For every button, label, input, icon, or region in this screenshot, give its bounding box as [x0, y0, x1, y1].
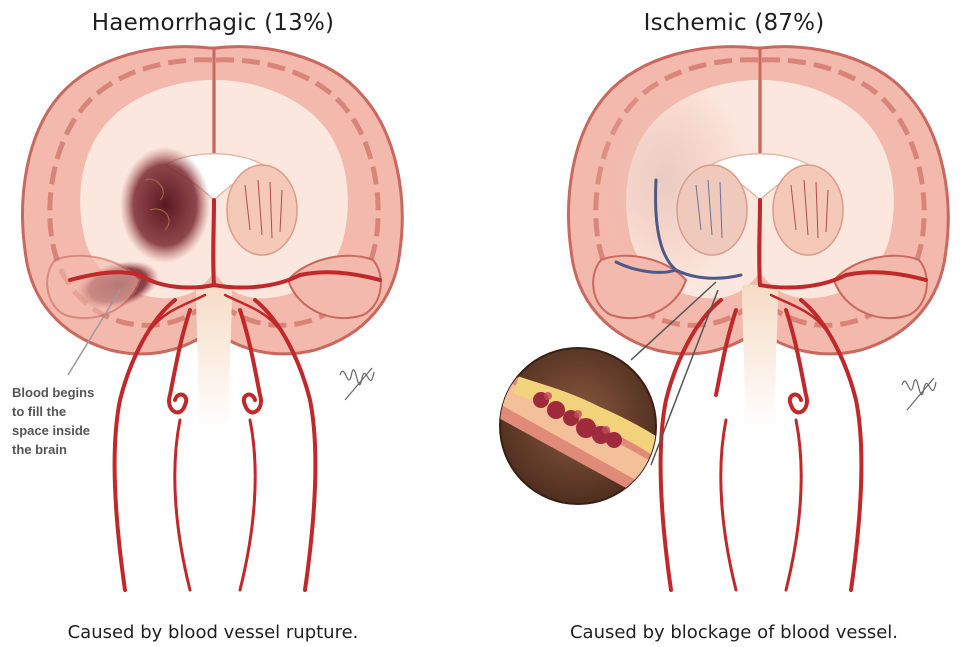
- bleed-annotation: Blood begins to fill the space inside th…: [12, 383, 122, 459]
- panel-caption-ischemic: Caused by blockage of blood vessel.: [491, 622, 972, 643]
- ischemic-brain-illustration: [486, 0, 972, 647]
- ischemic-panel: Ischemic (87%): [486, 0, 972, 647]
- haemorrhagic-brain-illustration: [0, 0, 486, 647]
- artist-signature-icon: [340, 368, 374, 400]
- annotation-line: to fill the: [12, 402, 122, 421]
- brainstem: [196, 285, 232, 430]
- haemorrhagic-panel: Haemorrhagic (13%): [0, 0, 486, 647]
- vessel-closeup-icon: [486, 348, 686, 510]
- artist-signature-icon: [902, 378, 936, 410]
- brainstem: [742, 285, 778, 430]
- panel-caption-haemorrhagic: Caused by blood vessel rupture.: [0, 622, 456, 643]
- annotation-line: space inside: [12, 421, 122, 440]
- annotation-line: Blood begins: [12, 383, 122, 402]
- annotation-line: the brain: [12, 440, 122, 459]
